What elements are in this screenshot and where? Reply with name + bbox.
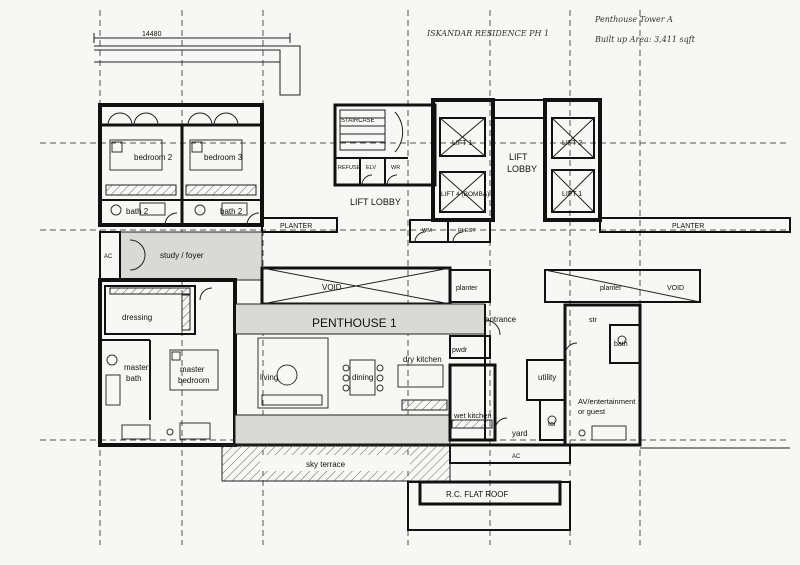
label-bedroom-3: bedroom 3 bbox=[204, 153, 243, 162]
label-elv: ELV bbox=[366, 165, 376, 171]
label-av-1: AV/entertainment bbox=[578, 397, 636, 406]
master-suite bbox=[98, 278, 237, 447]
label-wet-kitchen: wet kitchen bbox=[453, 411, 492, 420]
label-yard: yard bbox=[512, 429, 528, 438]
penthouse-main bbox=[234, 303, 501, 446]
label-ac-bottom: AC bbox=[512, 454, 521, 460]
label-void-left: VOID bbox=[322, 283, 342, 292]
label-master-bed-2: bedroom bbox=[178, 376, 210, 385]
lift-shafts bbox=[431, 98, 602, 222]
label-dining: dining bbox=[352, 373, 373, 382]
label-lift-1b: LIFT 1 bbox=[562, 191, 582, 198]
label-penthouse: PENTHOUSE 1 bbox=[312, 316, 397, 330]
label-dry-kitchen: dry kitchen bbox=[403, 355, 442, 364]
label-staircase: STAIRCASE bbox=[341, 118, 375, 124]
label-elect: ELECT bbox=[458, 228, 476, 234]
label-bath-2b: bath 2 bbox=[220, 207, 243, 216]
label-planter-right: PLANTER bbox=[672, 223, 704, 230]
label-sky-terrace: sky terrace bbox=[306, 460, 346, 469]
label-lift-lobby-bottom: LOBBY bbox=[507, 164, 537, 174]
label-living: living bbox=[260, 373, 278, 382]
tower-annotation: Penthouse Tower A bbox=[594, 15, 673, 24]
label-bath: bath bbox=[614, 341, 628, 348]
label-wr: WR bbox=[391, 165, 400, 171]
label-master-bath-1: master bbox=[124, 363, 149, 372]
label-planter-left: PLANTER bbox=[280, 223, 312, 230]
label-study: study / foyer bbox=[160, 251, 204, 260]
label-refuse: REFUSE bbox=[338, 165, 361, 171]
label-master-bed-1: master bbox=[180, 365, 205, 374]
bedroom-wing bbox=[98, 103, 264, 227]
label-entrance: entrance bbox=[485, 315, 517, 324]
meter-rooms bbox=[409, 219, 491, 243]
label-dressing: dressing bbox=[122, 313, 152, 322]
label-utility: utility bbox=[538, 373, 556, 382]
label-ac-left: AC bbox=[104, 254, 113, 260]
label-lift-1a: LIFT 1 bbox=[452, 140, 472, 147]
label-str: str bbox=[589, 317, 597, 324]
label-lift-lobby: LIFT LOBBY bbox=[350, 197, 401, 207]
study-foyer bbox=[99, 231, 263, 281]
dimension-label: 14480 bbox=[142, 31, 162, 38]
label-master-bath-2: bath bbox=[126, 374, 142, 383]
label-lift-4: LIFT 4 (BOMBA) bbox=[441, 191, 489, 198]
label-rc-roof: R.C. FLAT ROOF bbox=[446, 490, 508, 499]
label-bedroom-2: bedroom 2 bbox=[134, 153, 173, 162]
label-void-right: VOID bbox=[667, 285, 684, 292]
label-pwdr: pwdr bbox=[452, 347, 468, 354]
area-annotation: Built up Area: 3,411 sqft bbox=[594, 35, 696, 44]
stair-core bbox=[333, 103, 437, 187]
label-planter-mid2: planter bbox=[600, 285, 622, 292]
label-av-2: or guest bbox=[578, 407, 606, 416]
label-toi: toi bbox=[548, 421, 556, 428]
label-wm: WM bbox=[422, 228, 432, 234]
project-annotation: ISKANDAR RESIDENCE PH 1 bbox=[426, 29, 549, 38]
label-lift-lobby-top: LIFT bbox=[509, 152, 528, 162]
label-lift-2: LIFT 2 bbox=[562, 140, 582, 147]
label-planter-mid: planter bbox=[456, 285, 478, 292]
label-bath-2a: bath 2 bbox=[126, 207, 149, 216]
dimension-line: 14480 bbox=[93, 31, 301, 96]
